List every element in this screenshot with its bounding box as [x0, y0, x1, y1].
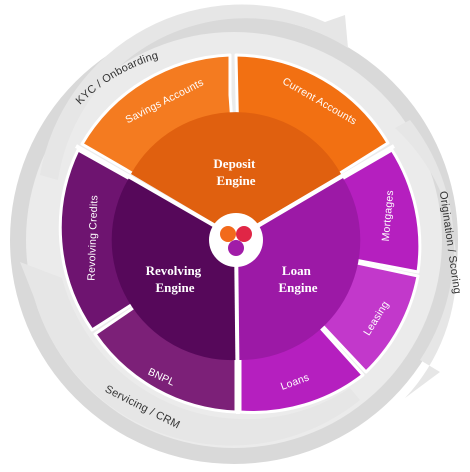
- origination-arrow-band: [395, 120, 457, 398]
- deposit-engine-core[interactable]: [131, 112, 341, 236]
- segment-dividers: [75, 144, 396, 415]
- revolving-engine-core[interactable]: [111, 178, 236, 361]
- loan-engine-core[interactable]: [238, 178, 361, 361]
- logo-red-dot: [236, 226, 252, 242]
- revolving-engine-segment: [58, 148, 238, 414]
- revolving-credits-label: Revolving Credits: [86, 195, 101, 281]
- loan-engine-segment: [238, 148, 422, 414]
- revolving-engine-label: Revolving Engine: [146, 263, 205, 295]
- kyc-arrow-band: [40, 4, 348, 181]
- mortgages-label: Mortgages: [380, 190, 396, 242]
- deposit-engine-segment: [80, 53, 390, 238]
- logo-purple-dot: [228, 240, 244, 256]
- divider-left: [75, 144, 237, 240]
- three-circles-logo-icon: [220, 226, 252, 256]
- logo-orange-dot: [220, 226, 236, 242]
- servicing-arrow-band: [20, 262, 360, 446]
- divider-bottom: [234, 237, 240, 415]
- deposit-engine-label: Deposit Engine: [213, 156, 258, 188]
- center-logo: [209, 213, 263, 267]
- loan-engine-label: Loan Engine: [278, 263, 317, 295]
- divider-right: [234, 144, 396, 240]
